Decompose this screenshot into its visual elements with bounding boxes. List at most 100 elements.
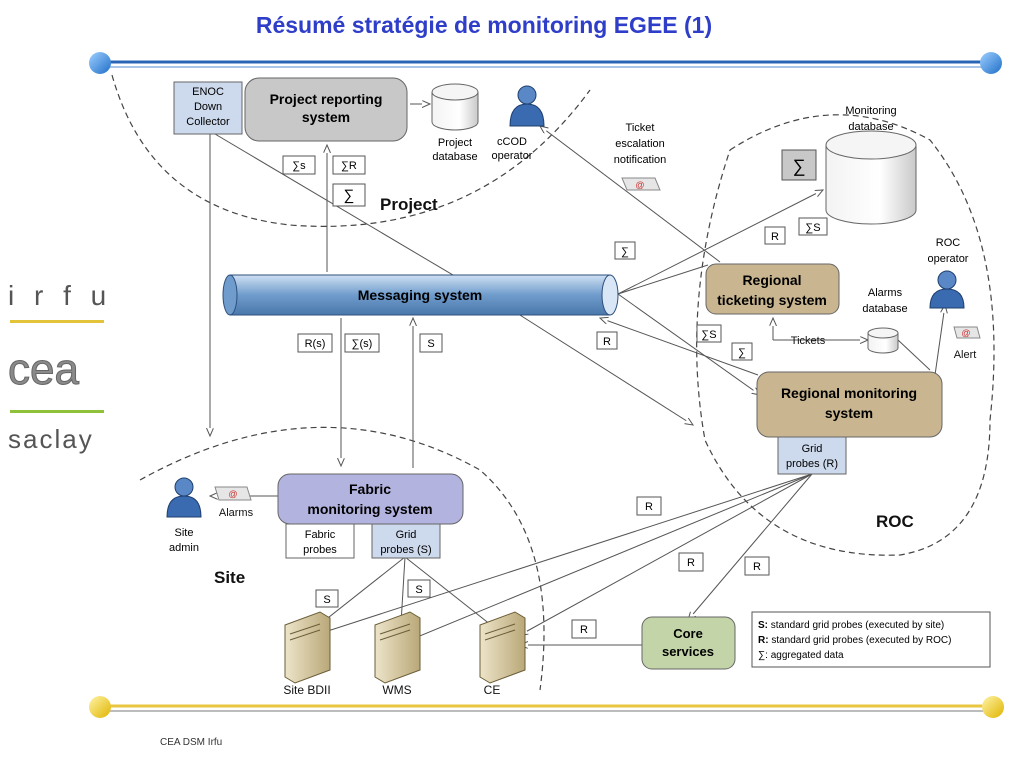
svg-text:Fabric: Fabric bbox=[305, 529, 336, 541]
svg-text:ROC: ROC bbox=[936, 237, 961, 249]
email-envelope-icon: @ bbox=[621, 177, 661, 191]
project-region-boundary bbox=[111, 74, 591, 227]
svg-text:∑: ∑ bbox=[344, 187, 355, 204]
monitoring-database: Monitoring database bbox=[825, 105, 917, 225]
irfu-logo-text: i r f u bbox=[8, 280, 112, 311]
slide-title: Résumé stratégie de monitoring EGEE (1) bbox=[255, 12, 713, 38]
svg-text:R: R bbox=[771, 231, 779, 243]
svg-text:Monitoring: Monitoring bbox=[845, 105, 896, 117]
tag-r-grid-3: R bbox=[744, 556, 770, 576]
top-decoration-bar bbox=[89, 52, 1002, 74]
svg-text:R: R bbox=[603, 336, 611, 348]
svg-text:system: system bbox=[825, 405, 873, 421]
svg-text:Down: Down bbox=[194, 101, 222, 113]
svg-text:∑: ∑ bbox=[793, 156, 806, 176]
project-database: Project database bbox=[431, 83, 479, 163]
svg-text:∑s: ∑s bbox=[292, 160, 306, 172]
alarms-envelope-icon: @ bbox=[214, 486, 252, 501]
svg-text:probes: probes bbox=[303, 544, 337, 556]
svg-text:R: R bbox=[687, 557, 695, 569]
irfu-logo: i r f u bbox=[8, 280, 112, 323]
svg-text:@: @ bbox=[635, 180, 644, 190]
ticket-escalation-label: Ticket escalation notification bbox=[614, 122, 667, 166]
cea-logo: cea bbox=[8, 345, 104, 413]
svg-text:∑: ∑ bbox=[621, 246, 629, 258]
tag-sum-s-paren: ∑(s) bbox=[344, 333, 380, 353]
svg-text:Core: Core bbox=[673, 626, 703, 641]
svg-text:Project reporting: Project reporting bbox=[270, 91, 383, 107]
svg-text:S: S bbox=[415, 584, 422, 596]
svg-text:∑: aggregated data: ∑: aggregated data bbox=[758, 650, 844, 661]
tag-s-site-2: S bbox=[407, 579, 431, 598]
enoc-collector-box: ENOC Down Collector bbox=[173, 81, 243, 135]
cea-logo-text: cea bbox=[8, 345, 79, 394]
svg-text:database: database bbox=[848, 121, 893, 133]
svg-text:monitoring system: monitoring system bbox=[307, 501, 432, 517]
bottom-decoration-bar bbox=[89, 696, 1004, 718]
tag-sum-messaging: ∑ bbox=[614, 241, 636, 260]
slide-footer: CEA DSM Irfu bbox=[160, 737, 223, 748]
ccod-operator-icon: cCOD operator bbox=[492, 85, 545, 162]
svg-text:probes (S): probes (S) bbox=[380, 544, 431, 556]
svg-text:notification: notification bbox=[614, 154, 667, 166]
svg-text:Grid: Grid bbox=[396, 529, 417, 541]
alarms-database: Alarms database bbox=[862, 287, 908, 354]
svg-text:R: R bbox=[580, 624, 588, 636]
core-services-box: Core services bbox=[641, 616, 736, 670]
site-admin-icon: Site admin bbox=[166, 477, 202, 554]
tag-sum-s-project: ∑s bbox=[282, 155, 316, 175]
svg-text:probes (R): probes (R) bbox=[786, 458, 838, 470]
ce-server-icon: CE bbox=[479, 611, 526, 697]
svg-text:escalation: escalation bbox=[615, 138, 665, 150]
roc-region-label: ROC bbox=[876, 512, 914, 531]
svg-text:∑S: ∑S bbox=[805, 222, 820, 234]
svg-text:Ticket: Ticket bbox=[626, 122, 655, 134]
tag-sum-project: ∑ bbox=[332, 183, 366, 207]
svg-text:database: database bbox=[432, 151, 477, 163]
svg-text:system: system bbox=[302, 109, 350, 125]
svg-text:∑(s): ∑(s) bbox=[352, 338, 373, 350]
svg-text:S: S bbox=[427, 338, 434, 350]
svg-text:∑R: ∑R bbox=[341, 160, 357, 172]
svg-text:@: @ bbox=[961, 328, 970, 338]
yellow-ball-left bbox=[89, 696, 111, 718]
svg-text:@: @ bbox=[228, 489, 237, 499]
regional-monitoring-system: Regional monitoring system bbox=[756, 371, 943, 438]
svg-text:services: services bbox=[662, 644, 714, 659]
tag-r-monitoring: R bbox=[764, 226, 786, 245]
alarms-label: Alarms bbox=[219, 507, 254, 519]
fabric-monitoring-system: Fabric monitoring system bbox=[277, 473, 464, 525]
svg-text:Grid: Grid bbox=[802, 443, 823, 455]
tag-s-site-1: S bbox=[315, 589, 339, 608]
svg-text:cCOD: cCOD bbox=[497, 136, 527, 148]
tag-sum-s-monitoring: ∑S bbox=[798, 217, 828, 236]
svg-text:Regional monitoring: Regional monitoring bbox=[781, 385, 917, 401]
tag-sum-s-ticketing: ∑S bbox=[696, 324, 722, 343]
project-region-label: Project bbox=[380, 195, 438, 214]
fabric-probes-box: Fabric probes bbox=[285, 523, 355, 559]
yellow-ball-right bbox=[982, 696, 1004, 718]
tag-r-s-messaging: R(s) bbox=[297, 333, 333, 353]
svg-text:ENOC: ENOC bbox=[192, 86, 224, 98]
svg-text:Messaging system: Messaging system bbox=[358, 287, 483, 303]
svg-text:S: standard grid probes (execu: S: standard grid probes (executed by sit… bbox=[758, 620, 944, 631]
project-reporting-system: Project reporting system bbox=[244, 77, 408, 142]
saclay-logo: saclay bbox=[8, 424, 94, 454]
svg-text:Site: Site bbox=[175, 527, 194, 539]
svg-text:R: R bbox=[753, 561, 761, 573]
svg-text:operator: operator bbox=[492, 150, 533, 162]
saclay-logo-text: saclay bbox=[8, 424, 94, 454]
svg-text:WMS: WMS bbox=[382, 683, 411, 697]
messaging-system-pipe: Messaging system bbox=[222, 274, 619, 316]
svg-text:Fabric: Fabric bbox=[349, 481, 391, 497]
data-tags: ∑s ∑R ∑ R ∑S ∑ R(s) ∑(s) S R ∑S ∑ R R R … bbox=[282, 155, 828, 639]
svg-text:operator: operator bbox=[928, 253, 969, 265]
tag-sum-ticketing: ∑ bbox=[731, 342, 753, 361]
tag-sum-r-project: ∑R bbox=[332, 155, 366, 175]
svg-text:ticketing system: ticketing system bbox=[717, 292, 827, 308]
svg-text:Collector: Collector bbox=[186, 116, 230, 128]
svg-text:∑: ∑ bbox=[738, 347, 746, 359]
svg-text:Regional: Regional bbox=[742, 272, 801, 288]
alert-label: Alert bbox=[954, 349, 977, 361]
